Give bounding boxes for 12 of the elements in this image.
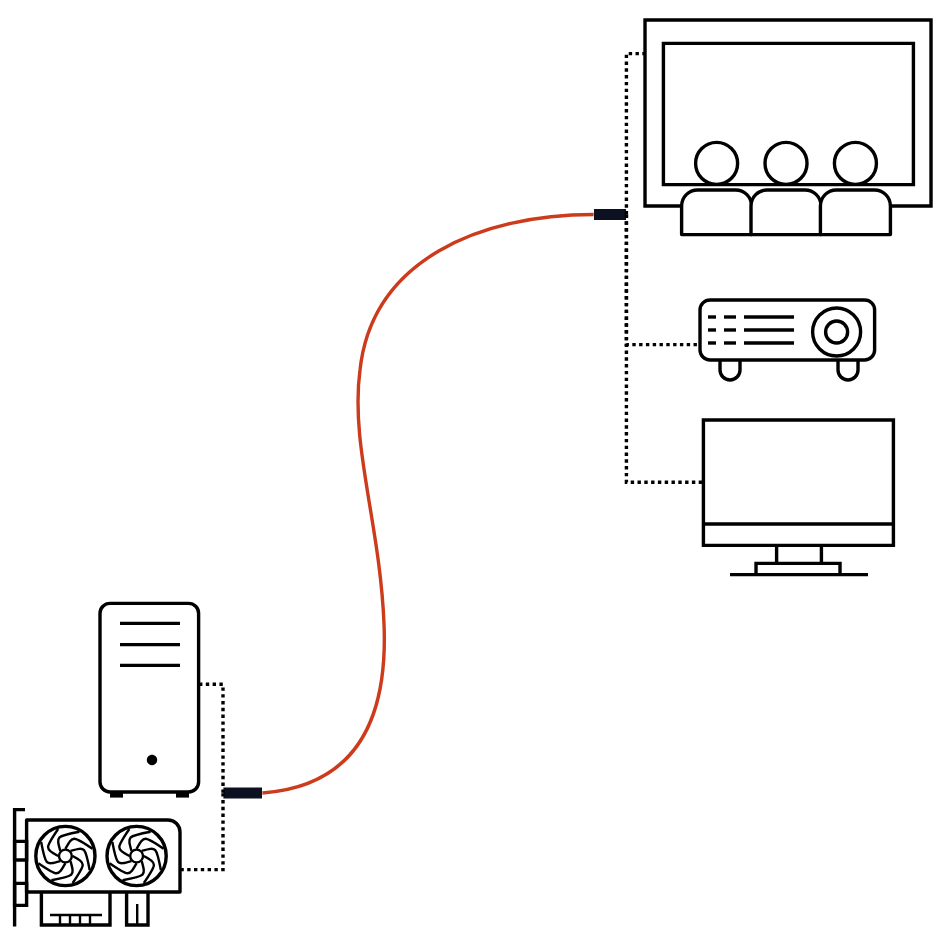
dotted-line (624, 214, 703, 484)
dotted-line (624, 51, 645, 215)
dotted-line (180, 793, 225, 872)
graphics-card-icon (12, 807, 182, 927)
projector-icon (698, 298, 877, 382)
cable-plug (594, 209, 626, 220)
computer-tower-icon (98, 601, 201, 798)
cable-plug (223, 787, 262, 799)
monitor-icon (701, 418, 896, 577)
dotted-line (199, 682, 225, 793)
cable (262, 212, 594, 795)
cinema-screen-icon (643, 18, 933, 237)
